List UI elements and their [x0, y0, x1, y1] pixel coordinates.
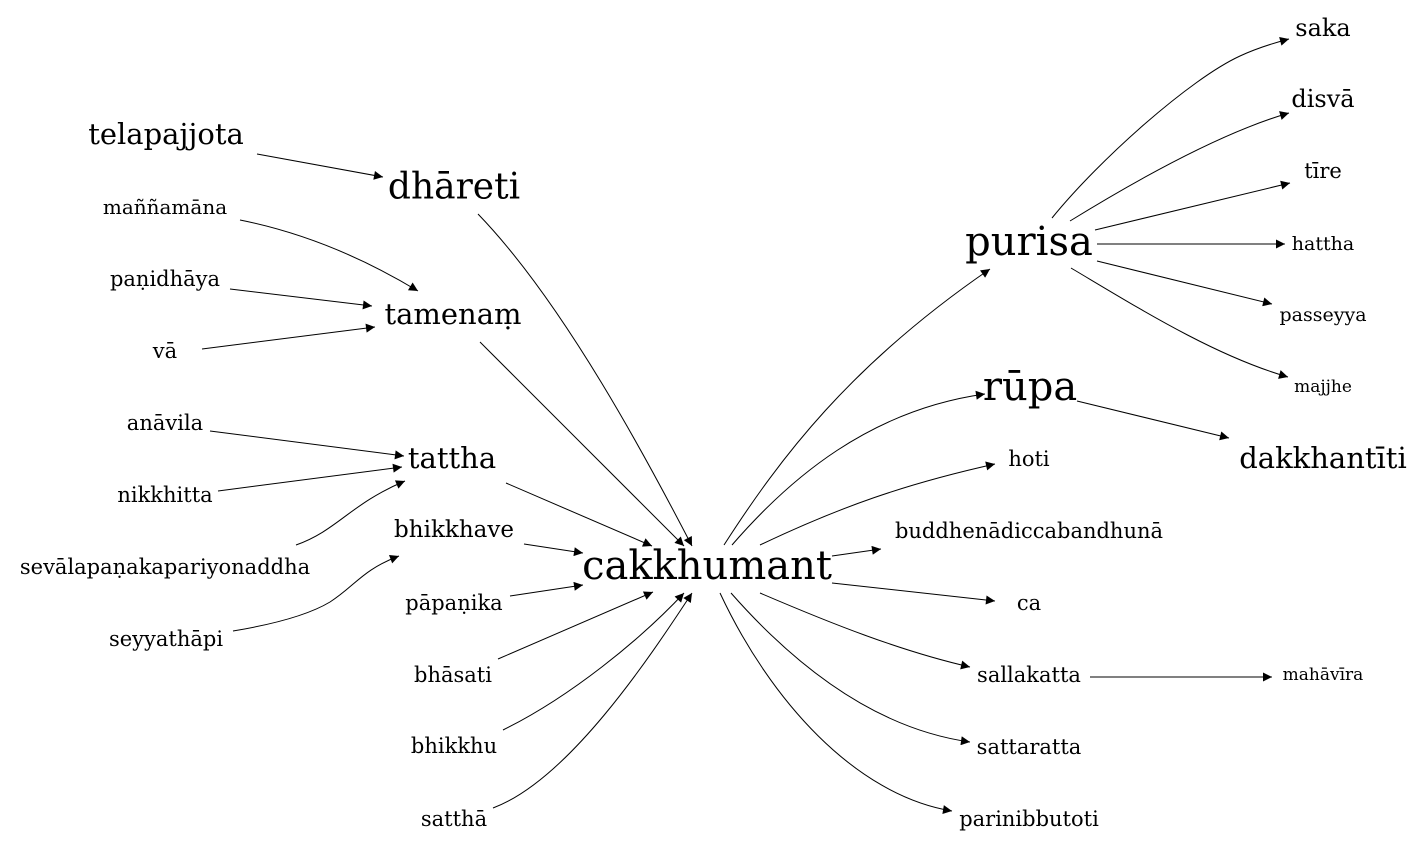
node-papanika: pāpaṇika [405, 591, 502, 615]
node-hoti: hoti [1008, 447, 1050, 471]
edge-seyyathapi-bhikkhave [232, 554, 400, 632]
node-passeyya: passeyya [1279, 304, 1366, 326]
edge-purisa-tire [1094, 180, 1291, 231]
node-disva: disvā [1291, 85, 1354, 113]
node-bhasati: bhāsati [414, 663, 492, 687]
node-sattha: satthā [421, 807, 487, 831]
node-ca: ca [1017, 591, 1041, 615]
edge-dhareti-cakkhumant [477, 213, 693, 547]
edge-panidhaya-tamenam [229, 288, 373, 310]
node-dakkhantiti: dakkhantīti [1239, 441, 1407, 475]
node-panidhaya: paṇidhāya [110, 267, 220, 291]
edge-nikkhitta-tattha [217, 463, 403, 492]
node-tire: tīre [1304, 159, 1342, 183]
node-sallakatta: sallakatta [977, 663, 1081, 687]
edge-bhasati-cakkhumant [497, 591, 654, 660]
edge-va-tamenam [201, 323, 376, 350]
node-anavila: anāvila [127, 411, 203, 435]
node-saka: saka [1295, 14, 1350, 42]
edge-cakkhumant-rupa [731, 390, 986, 546]
edge-cakkhumant-purisa [723, 268, 991, 546]
edge-papanika-cakkhumant [509, 581, 584, 597]
edge-tamenam-cakkhumant [479, 341, 685, 547]
node-tamenam: tamenaṃ [384, 297, 521, 331]
node-bhikkhave: bhikkhave [394, 517, 514, 543]
edge-purisa-disva [1069, 111, 1290, 222]
node-parinibbutoti: parinibbutoti [959, 807, 1099, 831]
node-mannamana: maññamāna [103, 195, 227, 219]
node-nikkhitta: nikkhitta [117, 483, 212, 507]
edge-cakkhumant-sallakatta [759, 592, 971, 670]
node-majjhe: majjhe [1294, 377, 1352, 397]
edge-sevalapanaka-tattha [295, 480, 406, 546]
node-layer: cakkhumant purisa rūpa dhāreti tamenaṃ t… [20, 14, 1407, 831]
edge-telapajjota-dhareti [256, 153, 384, 180]
node-sevalapanaka: sevālapaṇakapariyonaddha [20, 555, 310, 579]
node-mahavira: mahāvīra [1283, 665, 1364, 685]
edge-layer [201, 36, 1291, 814]
edge-anavila-tattha [209, 430, 405, 460]
node-purisa: purisa [965, 219, 1093, 265]
node-seyyathapi: seyyathāpi [109, 627, 223, 651]
node-sattaratta: sattaratta [977, 735, 1082, 759]
node-hattha: hattha [1292, 233, 1354, 255]
node-cakkhumant: cakkhumant [582, 543, 832, 589]
edge-sattha-cakkhumant [492, 592, 693, 809]
node-tattha: tattha [408, 441, 496, 475]
edge-cakkhumant-ca [831, 582, 996, 605]
node-rupa: rūpa [983, 364, 1077, 410]
edge-bhikkhu-cakkhumant [502, 592, 685, 731]
edge-cakkhumant-hoti [759, 461, 996, 546]
edge-bhikkhave-cakkhumant [523, 543, 584, 557]
node-dhareti: dhāreti [388, 167, 520, 208]
edge-cakkhumant-buddhena [831, 545, 882, 557]
edge-cakkhumant-sattaratta [730, 592, 971, 746]
edge-cakkhumant-parinibbutoti [719, 592, 953, 814]
edge-mannamana-tamenam [239, 219, 419, 292]
edge-purisa-passeyya [1096, 260, 1273, 307]
edge-purisa-saka [1051, 36, 1290, 219]
edge-rupa-dakkhantiti [1076, 400, 1230, 441]
edge-tattha-cakkhumant [505, 482, 653, 547]
node-va: vā [152, 339, 177, 363]
node-telapajjota: telapajjota [88, 117, 244, 151]
node-bhikkhu: bhikkhu [411, 734, 497, 758]
edge-purisa-majjhe [1070, 267, 1289, 379]
node-buddhena: buddhenādiccabandhunā [895, 519, 1163, 543]
